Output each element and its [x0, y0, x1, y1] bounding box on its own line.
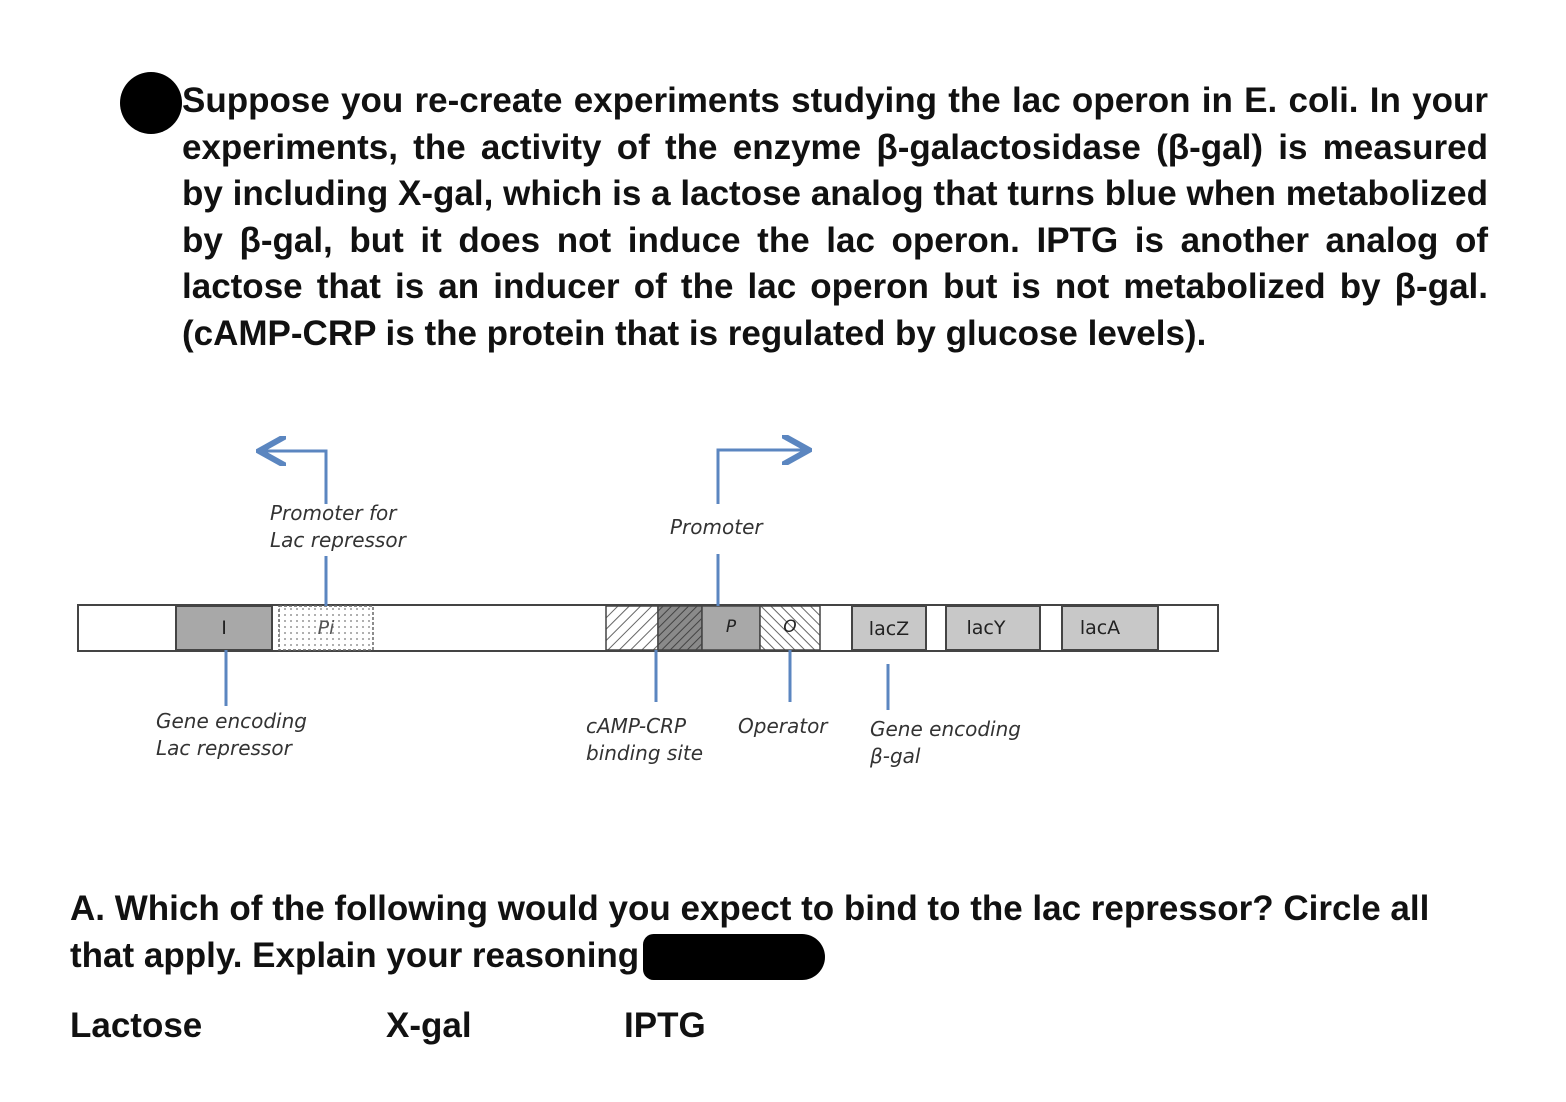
gene-encoding-repressor-label: Gene encoding Lac repressor — [156, 709, 307, 760]
laca-label: lacA — [1079, 617, 1121, 639]
o-label: O — [783, 617, 797, 637]
question-part-a-text: A. Which of the following would you expe… — [70, 889, 1430, 975]
lacz-segment — [851, 605, 927, 651]
redaction-mark-dot — [120, 72, 182, 134]
question-intro-text: Suppose you re-create experiments studyi… — [182, 81, 1488, 353]
promoter-for-repressor-label: Promoter for Lac repressor — [270, 501, 406, 552]
lac-operon-diagram: I Pi P O lacZ lacY lacA Promoter for Lac… — [0, 420, 1566, 800]
pi-label: Pi — [317, 617, 335, 639]
lacy-label: lacY — [966, 617, 1006, 639]
camp-crp-site-label: cAMP-CRP binding site — [586, 714, 704, 765]
choice-x-gal[interactable]: X-gal — [386, 1006, 472, 1045]
laca-segment — [1061, 605, 1159, 651]
operon-schematic — [77, 420, 1219, 710]
operon-promoter-arrow — [716, 450, 806, 504]
o-operator-segment — [759, 605, 821, 651]
question-part-a: A. Which of the following would you expe… — [70, 886, 1490, 981]
lacy-segment — [945, 605, 1041, 651]
gene-encoding-bgal-label: Gene encoding β-gal — [870, 717, 1021, 768]
lacz-label: lacZ — [868, 618, 910, 640]
choice-lactose[interactable]: Lactose — [70, 1006, 203, 1045]
operator-label: Operator — [738, 714, 828, 738]
i-gene-segment — [175, 605, 273, 651]
promoter-label: Promoter — [670, 515, 763, 539]
camp-crp-site-segment — [605, 605, 659, 651]
choice-iptg[interactable]: IPTG — [624, 1006, 706, 1045]
redaction-mark-bar — [643, 934, 826, 981]
p-label: P — [725, 617, 737, 637]
camp-crp-dark-segment — [657, 605, 703, 651]
repressor-promoter-arrow — [262, 451, 328, 504]
i-gene-label: I — [221, 617, 227, 639]
pi-promoter-segment — [278, 605, 374, 651]
